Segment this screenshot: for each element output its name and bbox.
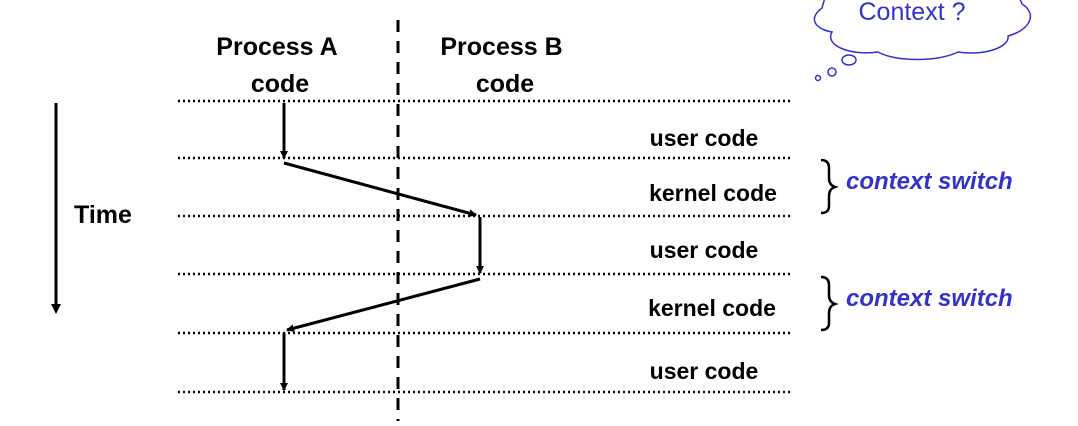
segment-label-user-3: user code	[650, 358, 759, 384]
brace-context-switch-2	[820, 275, 839, 332]
process-a-subtitle: code	[251, 70, 309, 98]
cloud-bubble-large	[841, 54, 857, 66]
cloud-text: Context ?	[858, 0, 965, 26]
brace-context-switch-1	[820, 158, 839, 215]
segment-label-user-1: user code	[650, 125, 759, 151]
time-axis-arrowhead	[51, 304, 61, 314]
thought-cloud: Context ?	[813, 0, 1032, 82]
switch-a-to-b-arrow	[283, 161, 477, 218]
process-b-subtitle: code	[476, 70, 534, 98]
time-label: Time	[74, 201, 132, 229]
context-switch-label-2: context switch	[846, 285, 1013, 312]
segment-label-user-2: user code	[650, 237, 759, 263]
context-switch-label-1: context switch	[846, 168, 1013, 195]
process-a-header: Process A code	[216, 33, 343, 98]
execution-path	[280, 103, 484, 391]
segment-label-kernel-2: kernel code	[648, 295, 776, 321]
switch-b-to-a-arrow	[286, 277, 481, 333]
segment-label-kernel-1: kernel code	[649, 180, 777, 206]
cloud-shape	[813, 0, 1032, 61]
cloud-bubble-medium	[827, 67, 837, 77]
process-b-title: Process B	[440, 33, 562, 61]
cloud-bubble-small	[814, 74, 822, 82]
process-b-header: Process B code	[440, 33, 569, 98]
process-a-title: Process A	[216, 33, 337, 61]
